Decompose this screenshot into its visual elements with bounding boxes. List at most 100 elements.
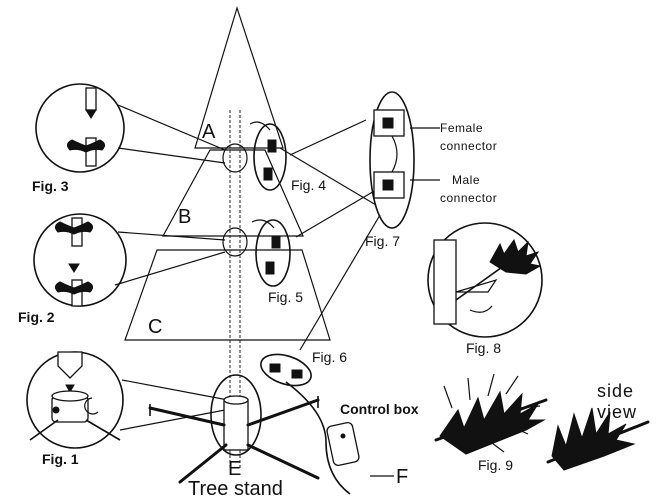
section-b-label: B xyxy=(178,206,191,228)
stand-leg-front-right xyxy=(246,443,320,480)
fig3-hinge-ring-icon xyxy=(66,139,106,153)
fig1-leg-left xyxy=(29,419,59,441)
fig9-arrow-1 xyxy=(443,385,453,409)
fig9-branch-left-needles-icon xyxy=(439,390,546,455)
male-label-line1: Male xyxy=(452,173,480,187)
fig3-arrow-down-icon xyxy=(85,109,97,119)
fig9-arrow-6 xyxy=(509,425,529,435)
fig1-pole-tip xyxy=(57,351,83,379)
fig3-upper-pole xyxy=(85,87,97,111)
cable-label: F xyxy=(396,466,408,488)
fig5-ellipse xyxy=(255,219,291,287)
fig1-socket-top xyxy=(51,390,89,402)
fig9-caption: Fig. 9 xyxy=(478,457,513,473)
fig9-arrow-2 xyxy=(467,377,471,401)
fig5-connector-bottom-icon xyxy=(265,261,275,275)
fig1-rotate-arrow-icon xyxy=(84,397,99,415)
fig2-upper-hinge-icon xyxy=(54,221,94,235)
fig9-arrow-7 xyxy=(487,439,505,453)
fig2-lower-hinge-icon xyxy=(54,281,94,295)
fig3-caption: Fig. 3 xyxy=(32,178,69,194)
stand-detail-ellipse xyxy=(210,374,262,456)
fig1-leader-bottom xyxy=(119,409,226,431)
power-cable xyxy=(285,381,351,495)
stand-hub xyxy=(223,399,249,451)
control-box-icon xyxy=(326,422,360,466)
female-label-line1: Female xyxy=(440,121,483,135)
fig2-detail xyxy=(33,213,226,307)
fig9-branch-right-needles-icon xyxy=(551,407,636,471)
stand-leg-back-right xyxy=(246,398,320,427)
fig1-detail xyxy=(26,351,229,449)
fig1-screw-icon xyxy=(52,406,60,414)
male-connector-plug-icon xyxy=(382,179,394,191)
fig2-arrow-down-icon xyxy=(68,263,80,273)
fig4-ellipse xyxy=(253,123,287,191)
side-view-line1: side xyxy=(597,381,634,401)
female-connector-socket-icon xyxy=(382,117,394,129)
fig7-leader-2 xyxy=(295,189,377,238)
tree-section-b-shape xyxy=(161,149,304,237)
control-box-label: Control box xyxy=(340,401,419,417)
fig6-ellipse xyxy=(260,353,312,387)
stand-label: Tree stand xyxy=(188,478,283,495)
fig4-connector-top-icon xyxy=(267,139,277,153)
fig5-caption: Fig. 5 xyxy=(268,289,303,305)
stand-leg-back-left xyxy=(148,406,226,427)
fig1-leg-right xyxy=(85,419,121,441)
stand-hub-top xyxy=(223,395,249,405)
fig8-caption: Fig. 8 xyxy=(466,340,501,356)
fig8-pole xyxy=(433,239,457,325)
stand-leg-front-left xyxy=(178,443,228,484)
fig9-arrow-3 xyxy=(487,373,495,397)
control-box-led-icon xyxy=(340,433,346,439)
fig5-connector-top-icon xyxy=(271,235,281,249)
fig4-detail xyxy=(249,121,287,191)
joint-ellipse-middle xyxy=(222,227,248,257)
tree-stand xyxy=(148,374,320,484)
tree-section-c-shape xyxy=(124,249,331,341)
fig4-connector-bottom-icon xyxy=(263,167,273,181)
female-label-line2: connector xyxy=(440,139,497,153)
fig8-needles-icon xyxy=(489,238,542,275)
fig6-caption: Fig. 6 xyxy=(312,349,347,365)
fig3-circle xyxy=(35,83,125,173)
pole-label: E xyxy=(228,458,241,480)
fig9-detail xyxy=(434,373,650,471)
fig7-caption: Fig. 7 xyxy=(365,233,400,249)
joint-ellipse-top xyxy=(222,143,248,173)
fig4-wire xyxy=(249,121,271,131)
male-label-line2: connector xyxy=(440,191,497,205)
fig6-detail xyxy=(260,353,312,387)
control-box-group xyxy=(285,381,394,495)
fig1-arrow-down-icon xyxy=(65,384,75,394)
fig3-detail xyxy=(35,83,226,173)
fig7-wire xyxy=(391,135,398,173)
fig9-arrow-5 xyxy=(519,405,541,409)
section-a-label: A xyxy=(202,121,216,143)
fig9-arrow-4 xyxy=(505,375,519,395)
fig8-detail xyxy=(427,222,543,338)
tree-section-a-shape xyxy=(194,5,284,149)
side-view-line2: view xyxy=(597,402,637,422)
fig2-caption: Fig. 2 xyxy=(18,309,55,325)
fig7-ellipse xyxy=(369,91,415,229)
fig2-leader-top xyxy=(117,231,226,241)
section-c-label: C xyxy=(148,316,162,338)
fig7-leader-4 xyxy=(279,147,377,206)
fig2-leader-bottom xyxy=(114,251,226,286)
fig1-caption: Fig. 1 xyxy=(42,451,79,467)
fig5-detail xyxy=(251,219,291,287)
fig3-leader-top xyxy=(117,104,226,151)
fig7-leader-1 xyxy=(289,119,367,156)
fig5-wire xyxy=(251,219,275,229)
fig7-detail xyxy=(279,91,440,351)
fig6-connector-left-icon xyxy=(269,363,281,373)
fig6-connector-right-icon xyxy=(291,369,303,379)
fig8-swing-arrow-icon xyxy=(469,305,493,313)
fig7-leader-3 xyxy=(299,214,381,351)
fig1-leader-top xyxy=(121,379,229,401)
fig8-circle xyxy=(427,222,543,338)
